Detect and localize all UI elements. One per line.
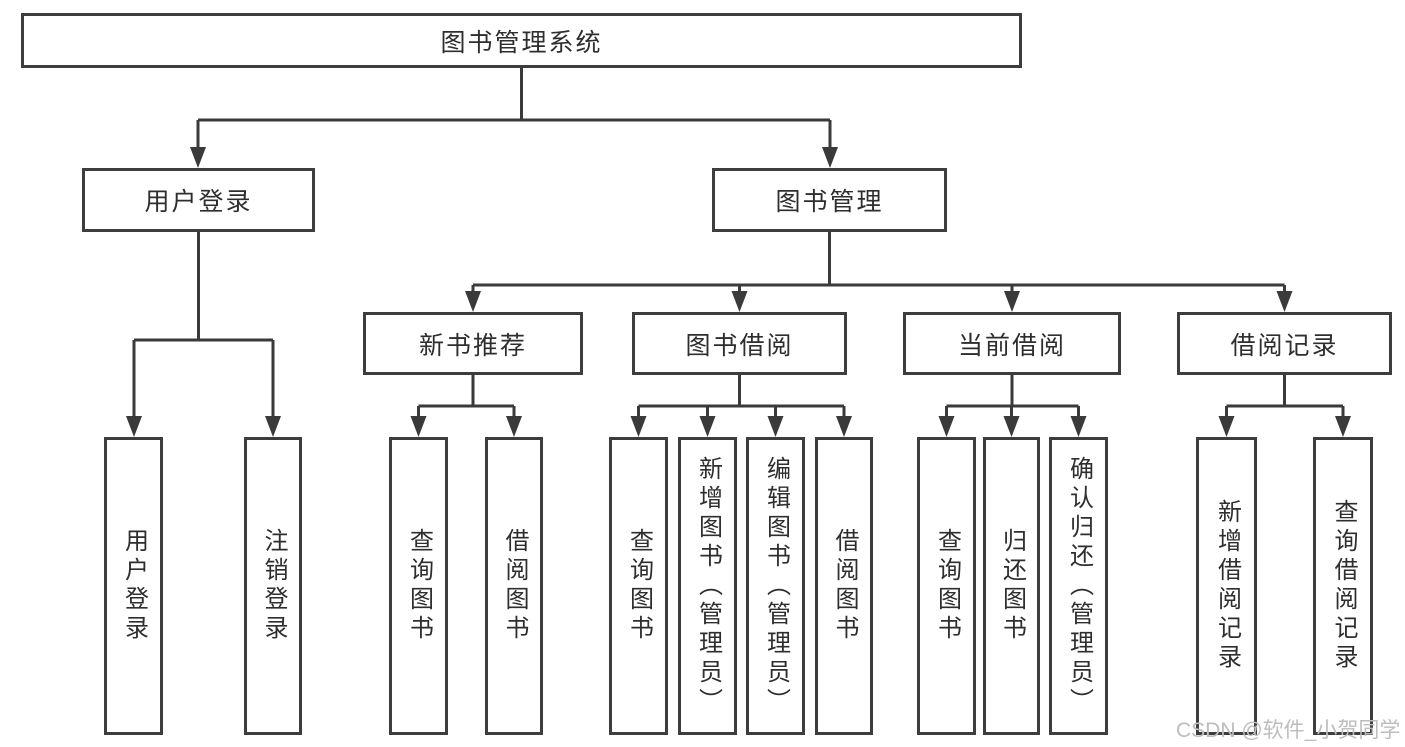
node-label: 图书借阅 <box>685 331 794 360</box>
node-user-login: 用户登录 <box>82 168 315 232</box>
node-label: 查询图书 <box>625 528 653 644</box>
leaf-borrow-books-2: 借阅图书 <box>815 437 873 735</box>
node-label: 归还图书 <box>998 528 1026 644</box>
leaf-confirm-return-admin: 确认归还（管理员） <box>1049 437 1108 735</box>
node-label: 注销登录 <box>260 528 287 644</box>
node-label: 借阅记录 <box>1230 331 1339 360</box>
node-borrow-records: 借阅记录 <box>1177 312 1392 375</box>
leaf-edit-books-admin: 编辑图书（管理员） <box>746 437 805 735</box>
node-label: 查询图书 <box>933 528 961 644</box>
node-label: 借阅图书 <box>831 528 858 644</box>
csdn-watermark: CSDN @软件_小贺同学 <box>1176 719 1401 742</box>
node-label: 新增借阅记录 <box>1213 499 1241 673</box>
node-label: 用户登录 <box>144 188 253 216</box>
node-label: 新增图书（管理员） <box>694 455 722 717</box>
leaf-user-login: 用户登录 <box>104 437 163 735</box>
node-label: 确认归还（管理员） <box>1065 455 1093 717</box>
node-label: 编辑图书（管理员） <box>762 455 790 717</box>
leaf-return-books: 归还图书 <box>983 437 1040 735</box>
leaf-add-borrow-record: 新增借阅记录 <box>1196 437 1257 735</box>
leaf-logout: 注销登录 <box>244 437 302 735</box>
leaf-borrow-books-1: 借阅图书 <box>485 437 543 735</box>
node-label: 用户登录 <box>120 528 148 644</box>
node-new-book-recommend: 新书推荐 <box>363 312 583 375</box>
leaf-add-books-admin: 新增图书（管理员） <box>678 437 737 735</box>
node-label: 查询借阅记录 <box>1330 499 1357 673</box>
leaf-query-books-3: 查询图书 <box>917 437 976 735</box>
node-label: 新书推荐 <box>418 331 527 360</box>
node-label: 借阅图书 <box>501 528 528 644</box>
node-label: 当前借阅 <box>957 331 1066 360</box>
node-label: 图书管理 <box>775 188 884 216</box>
leaf-query-books-1: 查询图书 <box>389 437 448 735</box>
node-book-borrowing: 图书借阅 <box>632 312 847 375</box>
node-label: 图书管理系统 <box>440 28 603 57</box>
node-library-management-system: 图书管理系统 <box>21 13 1022 68</box>
leaf-query-borrow-record: 查询借阅记录 <box>1313 437 1373 735</box>
leaf-query-books-2: 查询图书 <box>609 437 668 735</box>
node-label: 查询图书 <box>405 528 433 644</box>
node-current-borrowing: 当前借阅 <box>903 312 1121 375</box>
node-book-management: 图书管理 <box>712 168 947 232</box>
